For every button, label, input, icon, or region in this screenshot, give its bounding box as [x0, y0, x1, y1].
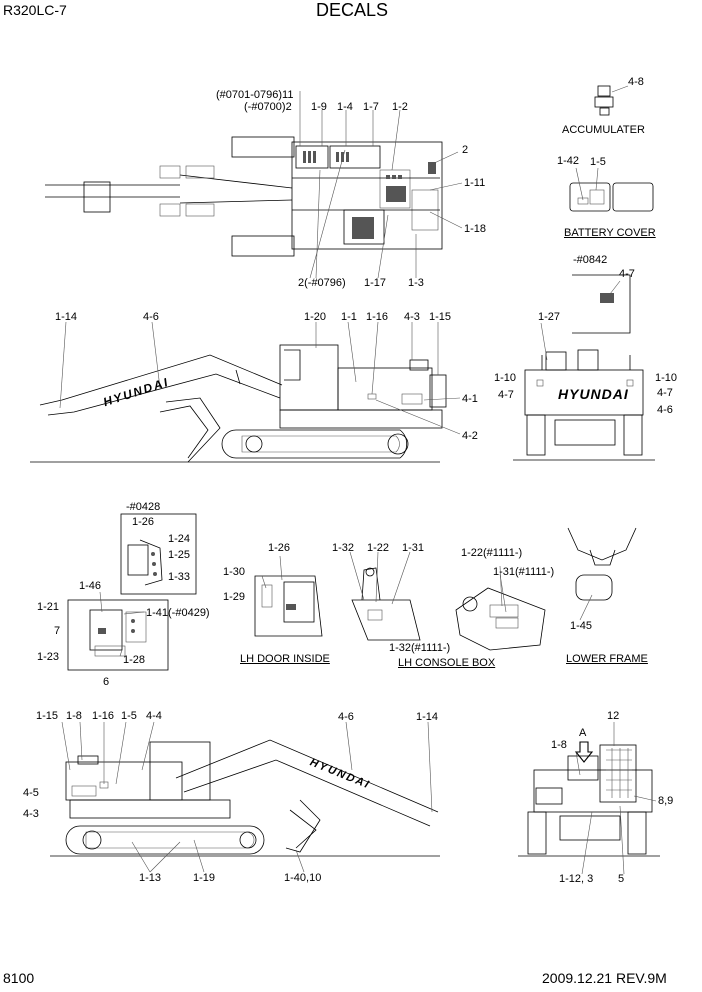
callout-label: 1-15 [36, 710, 59, 722]
top-view-drawing [45, 91, 463, 279]
callout-label: -#0842 [573, 254, 608, 266]
callout-label: (#0701-0796)11 [216, 89, 294, 101]
callout-label: 4-6 [338, 711, 354, 723]
callout-label: 4-6 [657, 404, 673, 416]
callout-label: 4-6 [143, 311, 159, 323]
callout-label: 1-32(#1111-) [389, 642, 451, 654]
callout-label: 1-45 [570, 620, 593, 632]
brand-text-rear: HYUNDAI [558, 386, 629, 402]
model-label: R320LC-7 [3, 2, 67, 18]
callout-label: 4-8 [628, 76, 644, 88]
callout-label: 1-4 [337, 101, 353, 113]
lh-door-drawing [254, 555, 323, 637]
callout-label: 1-46 [79, 580, 102, 592]
callout-label: 1-19 [193, 872, 216, 884]
callout-label: 1-28 [123, 654, 146, 666]
callout-label: 1-40,10 [284, 872, 322, 884]
callout-label: 1-9 [311, 101, 327, 113]
section-title-lower-frame: LOWER FRAME [566, 653, 648, 665]
callout-label: 1-5 [590, 156, 606, 168]
callout-label: 1-14 [416, 711, 439, 723]
callout-label: 1-27 [538, 311, 561, 323]
callout-label: 1-31(#1111-) [493, 566, 555, 578]
callout-label: 12 [607, 710, 620, 722]
callout-label: 1-18 [464, 223, 487, 235]
callout-label: 1-17 [364, 277, 387, 289]
callout-label: 1-10 [655, 372, 678, 384]
section-title-lh-door-inside: LH DOOR INSIDE [240, 653, 330, 665]
callout-label: 4-7 [619, 268, 635, 280]
callout-label: 1-1 [341, 311, 357, 323]
callout-label: 1-26 [132, 516, 155, 528]
callout-label: 2 [462, 144, 469, 156]
callout-label: 1-22 [367, 542, 390, 554]
section-title-battery-cover: BATTERY COVER [564, 227, 656, 239]
callout-label: 1-22(#1111-) [461, 547, 523, 559]
callout-label: 1-8 [551, 739, 567, 751]
revision-date: 2009.12.21 REV.9M [542, 970, 667, 986]
callout-label: 1-10 [494, 372, 517, 384]
callout-label: 4-2 [462, 430, 478, 442]
callout-label: 4-1 [462, 393, 478, 405]
callout-label: -#0428 [126, 501, 161, 513]
callout-label: 1-15 [429, 311, 452, 323]
callout-label: 1-24 [168, 533, 191, 545]
callout-label: 4-7 [657, 387, 673, 399]
callout-label: 1-3 [408, 277, 424, 289]
page-title: DECALS [316, 0, 389, 20]
callout-label: (-#0700)2 [244, 101, 292, 113]
rear-rh-drawing [518, 722, 660, 875]
callout-label: 4-4 [146, 710, 162, 722]
callout-label: 1-13 [139, 872, 162, 884]
callout-label: 1-33 [168, 571, 191, 583]
callout-label: 2(-#0796) [298, 277, 346, 289]
callout-label: 1-12, 3 [559, 873, 594, 885]
callout-label: 1-16 [92, 710, 115, 722]
callout-label: 1-16 [366, 311, 389, 323]
side-view-lh-drawing [30, 321, 461, 463]
callout-label: 1-7 [363, 101, 379, 113]
callout-label: 7 [54, 625, 61, 637]
callout-label: 1-5 [121, 710, 137, 722]
section-title-accumulater: ACCUMULATER [562, 124, 645, 136]
accumulater-drawing [594, 85, 629, 116]
callout-label: 1-32 [332, 542, 355, 554]
callout-label: 1-20 [304, 311, 327, 323]
callout-label: 5 [618, 873, 625, 885]
callout-label: 4-3 [404, 311, 420, 323]
callout-label: 1-8 [66, 710, 82, 722]
callout-label: 1-42 [557, 155, 580, 167]
console-drawing [349, 551, 546, 651]
battery-cover-drawing [569, 167, 654, 212]
callout-label: 1-41(-#0429) [146, 607, 210, 619]
callout-label: A [579, 727, 587, 739]
callout-label: 1-23 [37, 651, 60, 663]
callout-label: 1-14 [55, 311, 78, 323]
callout-label: 1-30 [223, 566, 246, 578]
section-title-lh-console-box: LH CONSOLE BOX [398, 657, 496, 669]
cab-inset-drawing [67, 513, 197, 671]
callout-label: 4-3 [23, 808, 39, 820]
callout-label: 1-11 [464, 177, 486, 189]
callout-label: 1-21 [37, 601, 60, 613]
rear-view-drawing [513, 274, 655, 461]
lower-frame-drawing [567, 527, 637, 621]
callout-label: 1-26 [268, 542, 291, 554]
callout-label: 4-5 [23, 787, 39, 799]
callout-label: 8,9 [658, 795, 674, 807]
side-view-rh-drawing [50, 721, 440, 873]
callout-label: 1-2 [392, 101, 408, 113]
callout-label: 1-31 [402, 542, 425, 554]
callout-label: 4-7 [498, 389, 514, 401]
callout-label: 6 [103, 676, 110, 688]
callout-label: 1-25 [168, 549, 191, 561]
callout-label: 1-29 [223, 591, 246, 603]
page-number: 8100 [3, 970, 35, 986]
